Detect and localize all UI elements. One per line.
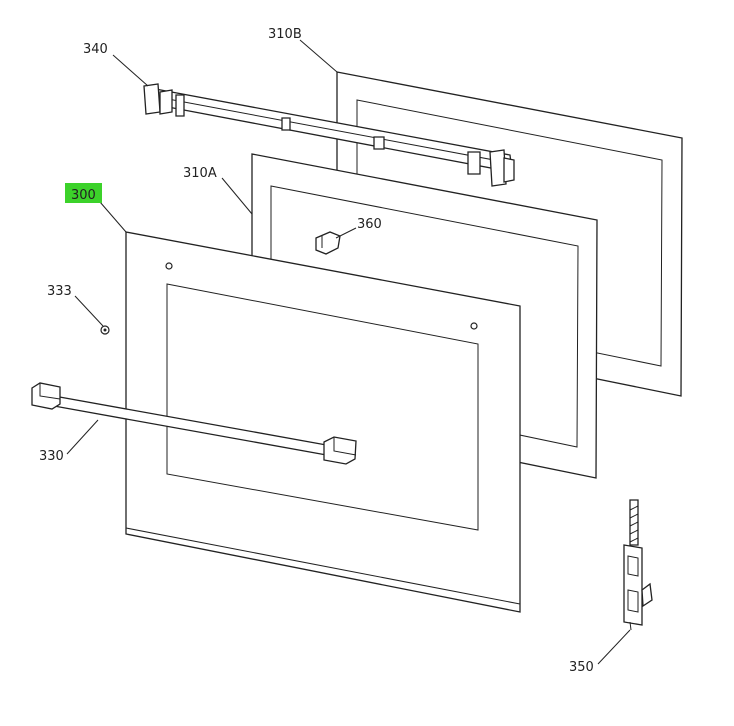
part-360-clip[interactable] bbox=[315, 231, 341, 255]
callout-330: 330 bbox=[39, 449, 64, 464]
part-330-handle[interactable] bbox=[31, 382, 357, 465]
part-333-screw[interactable] bbox=[100, 325, 110, 335]
part-340-bracket[interactable] bbox=[143, 83, 515, 187]
callout-350: 350 bbox=[569, 660, 594, 675]
callout-310b: 310B bbox=[268, 27, 302, 42]
callout-360: 360 bbox=[357, 217, 382, 232]
leader-lines bbox=[66, 39, 631, 665]
callout-300-highlight bbox=[65, 183, 102, 203]
callout-300: 300 bbox=[71, 188, 96, 203]
callout-333: 333 bbox=[47, 284, 72, 299]
part-350-hinge[interactable] bbox=[623, 499, 653, 631]
callout-340: 340 bbox=[83, 42, 108, 57]
part-300-outer-glass[interactable] bbox=[125, 231, 521, 613]
callout-310a: 310A bbox=[183, 166, 217, 181]
